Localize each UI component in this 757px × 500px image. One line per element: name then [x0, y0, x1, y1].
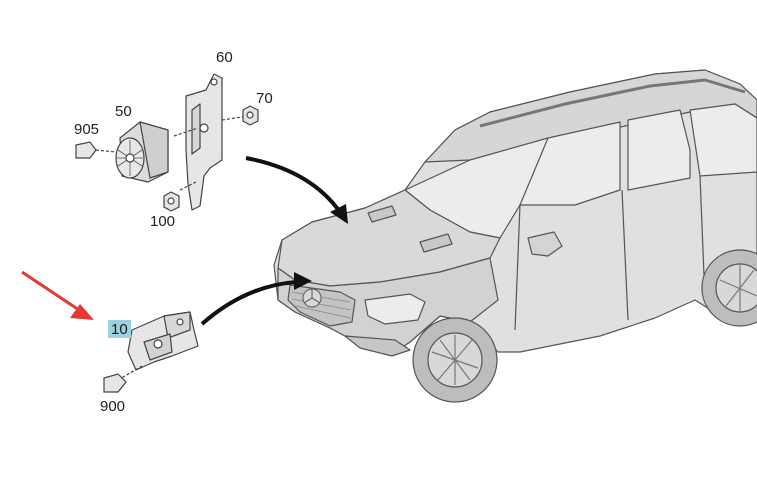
callout-60: 60: [216, 49, 233, 66]
vehicle-roof-rail: [479, 78, 746, 128]
horn-part-50: [115, 121, 169, 183]
callout-50: 50: [115, 103, 132, 120]
bolt-part-905: [75, 141, 117, 159]
vehicle-hood-vent-left: [367, 205, 397, 223]
callout-900: 900: [100, 398, 126, 415]
vehicle-headlight: [364, 293, 426, 325]
nut-part-70: [242, 105, 259, 126]
bracket-part-10: [117, 311, 199, 381]
vehicle-emblem-star: [303, 289, 321, 304]
vehicle-side-window-front: [519, 121, 621, 206]
vehicle-hood-vent-right: [419, 233, 453, 253]
callout-100: 100: [150, 213, 176, 230]
vehicle-mirror: [527, 231, 563, 257]
red-pointer-arrow: [21, 270, 94, 320]
leader-arrow-upper: [245, 156, 348, 224]
callout-70: 70: [256, 90, 273, 107]
leader-arrow-lower: [200, 272, 312, 326]
vehicle-rear-rim: [715, 263, 757, 313]
callout-10-highlighted: 10: [108, 320, 131, 338]
bracket-part-60: [173, 73, 249, 211]
vehicle-lower-intake: [344, 335, 411, 357]
vehicle-front-rim-spokes: [431, 335, 479, 385]
nut-part-100: [163, 191, 180, 212]
bolt-part-900: [103, 373, 127, 393]
vehicle-side-window-last: [689, 103, 757, 177]
vehicle: [273, 69, 757, 403]
vehicle-side-window-rear: [627, 109, 691, 191]
vehicle-rear-rim-spokes: [719, 265, 757, 311]
callout-905: 905: [74, 121, 100, 138]
